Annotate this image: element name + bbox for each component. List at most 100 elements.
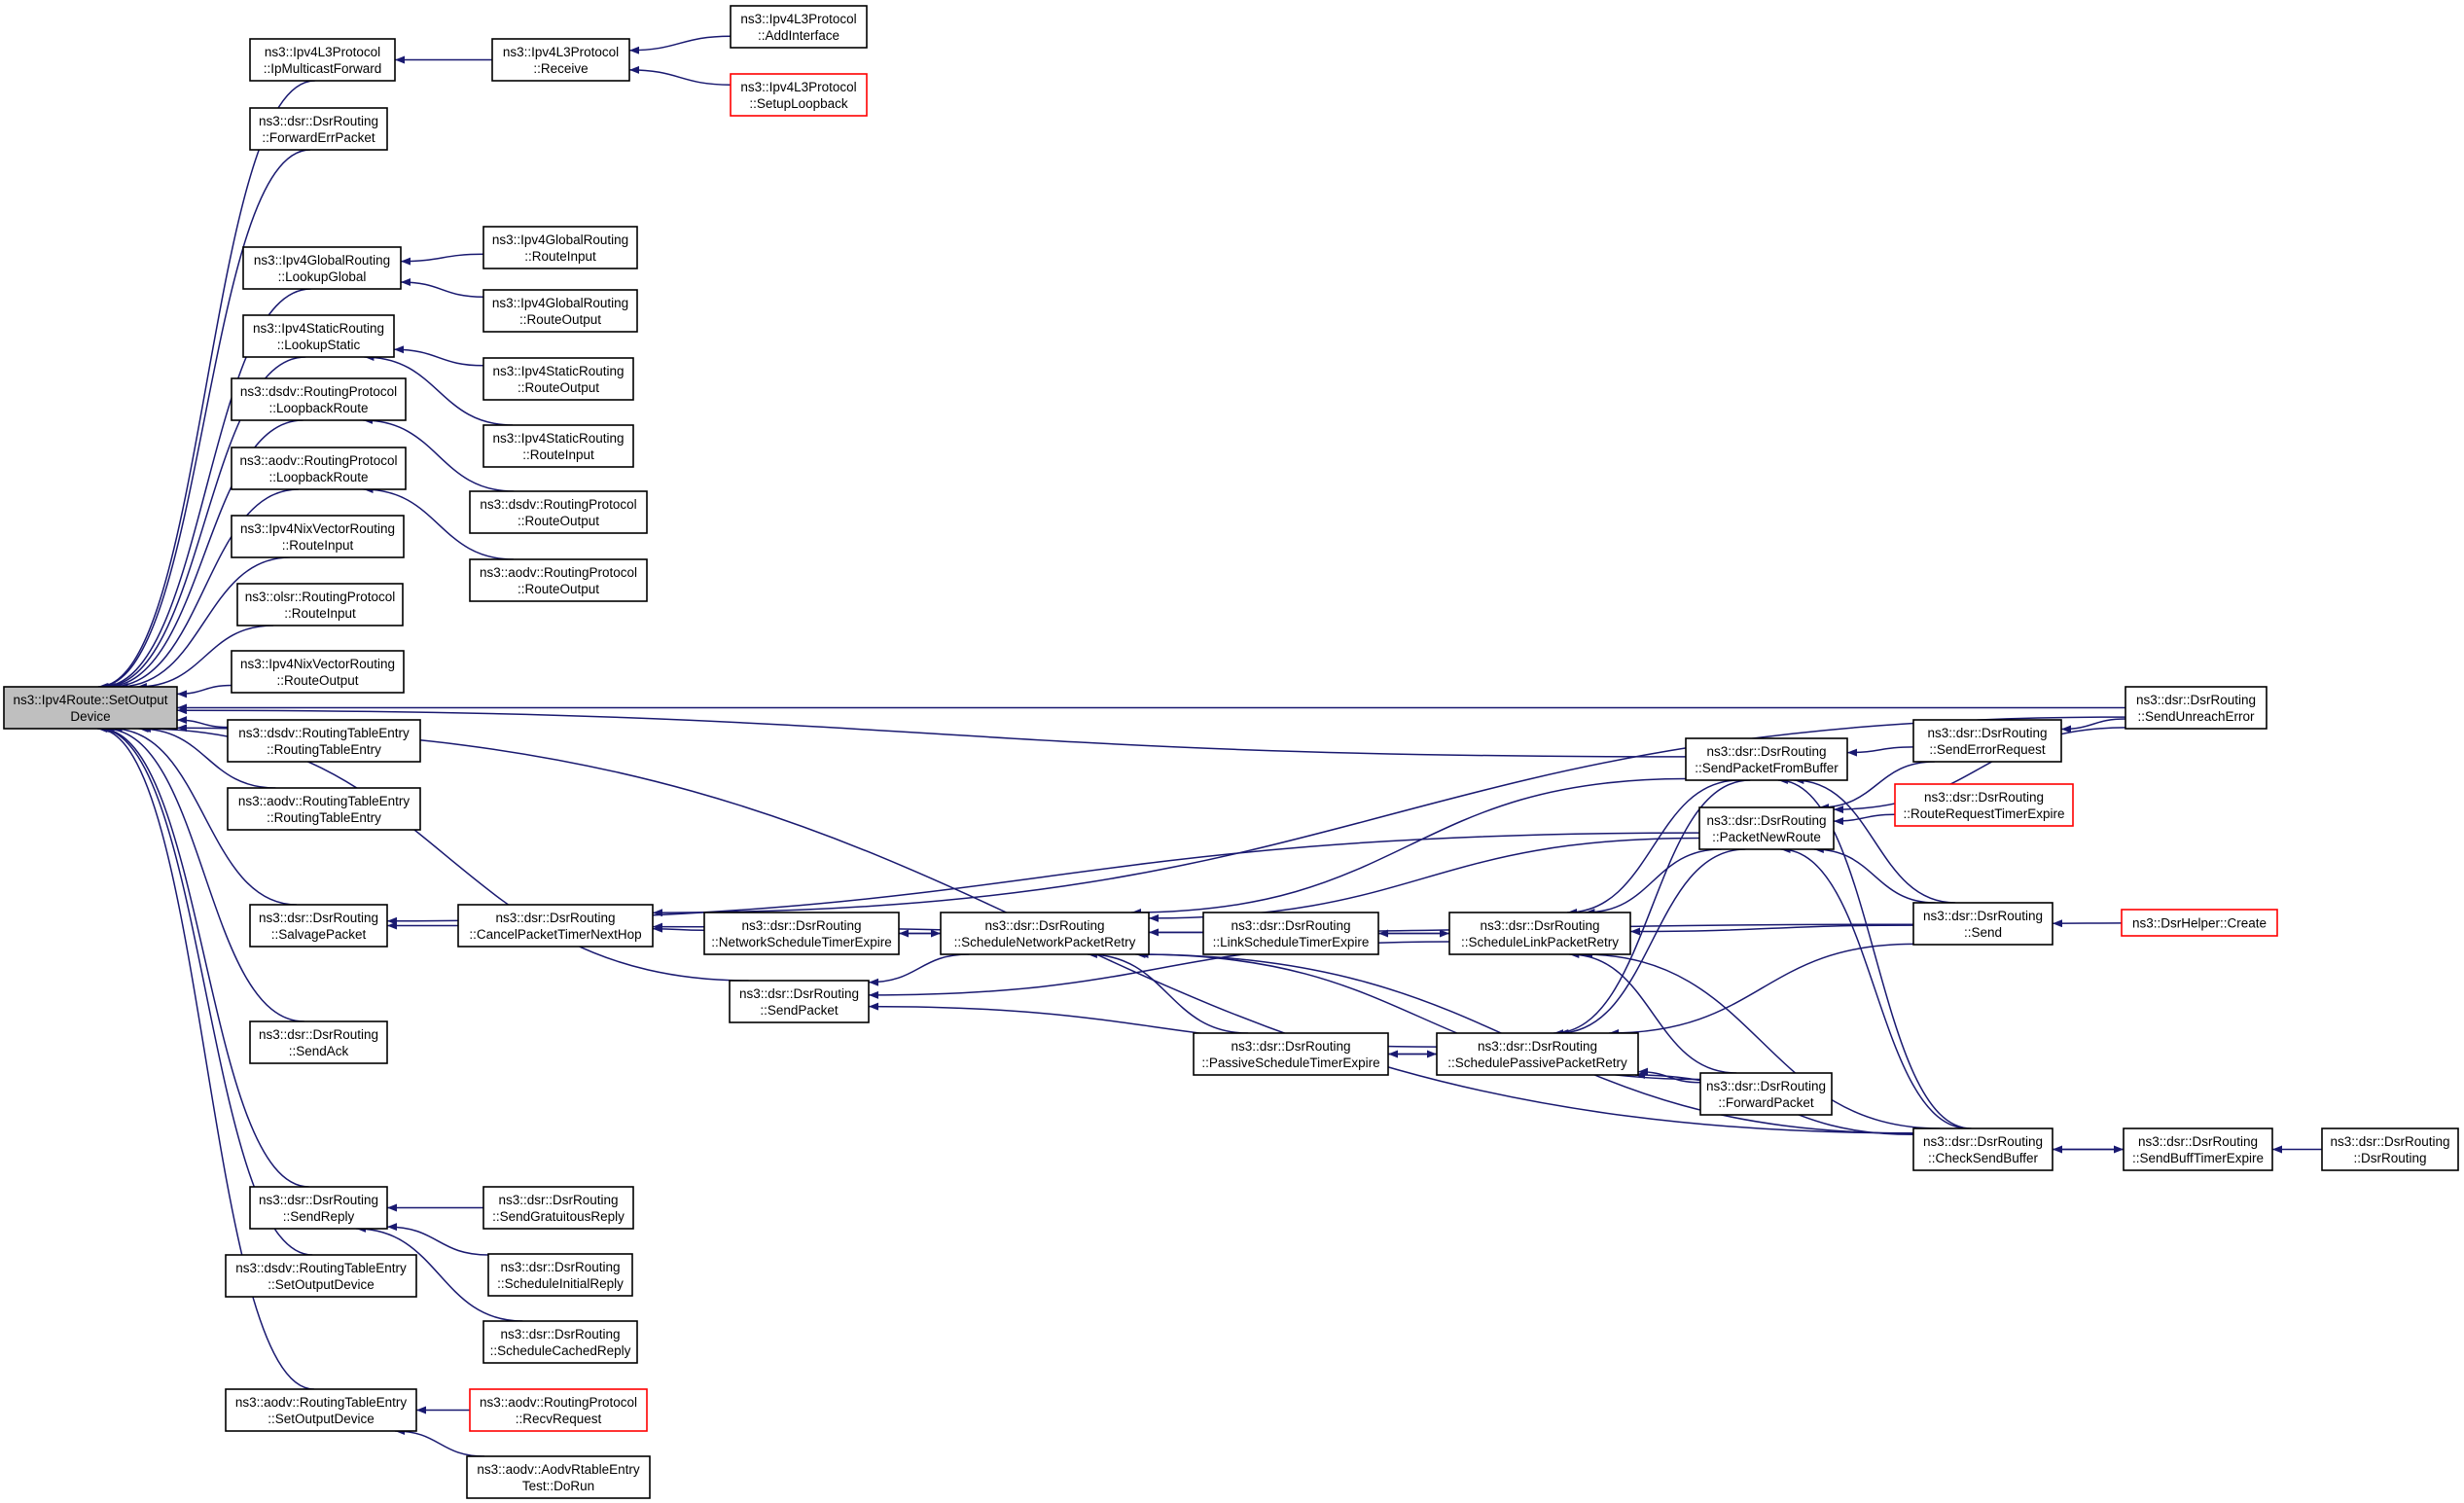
node-box: [1894, 783, 2074, 827]
node-staticRouteInput[interactable]: ns3::Ipv4StaticRouting::RouteInput: [482, 424, 634, 468]
node-box: [1685, 737, 1848, 781]
node-checkSendBuffer[interactable]: ns3::dsr::DsrRouting::CheckSendBuffer: [1912, 1127, 2053, 1171]
node-lookupGlobal[interactable]: ns3::Ipv4GlobalRouting::LookupGlobal: [242, 246, 402, 290]
node-packetNewRoute[interactable]: ns3::dsr::DsrRouting::PacketNewRoute: [1698, 806, 1835, 850]
node-globalRouteOutput[interactable]: ns3::Ipv4GlobalRouting::RouteOutput: [482, 289, 638, 333]
node-dsdvRTE[interactable]: ns3::dsdv::RoutingTableEntry::RoutingTab…: [227, 719, 421, 763]
node-box: [729, 980, 870, 1023]
node-label: ::SendPacket: [760, 1003, 839, 1018]
node-label: ::SendReply: [283, 1209, 355, 1224]
node-cancelTimer[interactable]: ns3::dsr::DsrRouting::CancelPacketTimerN…: [457, 904, 654, 948]
node-label: ::IpMulticastForward: [264, 61, 382, 76]
node-sendAck[interactable]: ns3::dsr::DsrRouting::SendAck: [249, 1020, 388, 1064]
node-label: ::ScheduleLinkPacketRetry: [1461, 935, 1619, 949]
node-recvRequest[interactable]: ns3::aodv::RoutingProtocol::RecvRequest: [469, 1388, 648, 1432]
node-networkTimerExpire[interactable]: ns3::dsr::DsrRouting::NetworkScheduleTim…: [703, 912, 900, 955]
node-addInterface[interactable]: ns3::Ipv4L3Protocol::AddInterface: [730, 5, 868, 49]
call-edge-routeRequestTimer-to-packetNewRoute: [1833, 813, 1896, 826]
node-label: ns3::Ipv4StaticRouting: [492, 431, 624, 446]
node-forwardErrPacket[interactable]: ns3::dsr::DsrRouting::ForwardErrPacket: [249, 107, 388, 151]
node-label: ns3::dsr::DsrRouting: [1924, 790, 2044, 805]
node-label: ns3::Ipv4GlobalRouting: [492, 296, 628, 310]
node-label: ns3::dsdv::RoutingProtocol: [480, 497, 636, 512]
call-edge-sendAck-to-root: [104, 725, 304, 1022]
node-label: ::AddInterface: [758, 28, 839, 43]
node-dsdvRouteOutput[interactable]: ns3::dsdv::RoutingProtocol::RouteOutput: [469, 490, 648, 534]
node-label: ns3::dsr::DsrRouting: [1923, 1134, 2043, 1149]
node-sendErrorRequest[interactable]: ns3::dsr::DsrRouting::SendErrorRequest: [1912, 719, 2062, 763]
call-edge-olsrRouteInput-to-root: [136, 625, 274, 691]
call-edge-sendUnreachError-to-packetNewRoute: [1833, 727, 2126, 814]
node-sendUnreachError[interactable]: ns3::dsr::DsrRouting::SendUnreachError: [2125, 686, 2268, 730]
node-scheduleLinkRetry[interactable]: ns3::dsr::DsrRouting::ScheduleLinkPacket…: [1448, 912, 1631, 955]
call-edge-globalRouteInput-to-lookupGlobal: [400, 253, 484, 266]
node-routeRequestTimer[interactable]: ns3::dsr::DsrRouting::RouteRequestTimerE…: [1894, 783, 2074, 827]
node-label: ns3::Ipv4L3Protocol: [503, 45, 619, 59]
node-scheduleNetRetry[interactable]: ns3::dsr::DsrRouting::ScheduleNetworkPac…: [940, 912, 1150, 955]
node-label: ns3::dsr::DsrRouting: [1231, 918, 1350, 933]
node-sendFromBuffer[interactable]: ns3::dsr::DsrRouting::SendPacketFromBuff…: [1685, 737, 1848, 781]
node-sendPacket[interactable]: ns3::dsr::DsrRouting::SendPacket: [729, 980, 870, 1023]
node-box: [225, 1388, 417, 1432]
node-aodvSetOutput[interactable]: ns3::aodv::RoutingTableEntry::SetOutputD…: [225, 1388, 417, 1432]
node-dsrHelperCreate[interactable]: ns3::DsrHelper::Create: [2121, 909, 2278, 937]
node-label: ns3::dsr::DsrRouting: [739, 986, 859, 1001]
node-label: ns3::dsr::DsrRouting: [1231, 1039, 1350, 1054]
node-label: ns3::dsr::DsrRouting: [1480, 918, 1599, 933]
node-dsdvLoopbackRoute[interactable]: ns3::dsdv::RoutingProtocol::LoopbackRout…: [231, 377, 407, 421]
node-salvagePacket[interactable]: ns3::dsr::DsrRouting::SalvagePacket: [249, 904, 388, 948]
node-sendGratuitous[interactable]: ns3::dsr::DsrRouting::SendGratuitousRepl…: [482, 1186, 634, 1230]
call-edge-aodvRouteOutput-to-aodvLoopbackRoute: [363, 485, 514, 560]
node-scheduleCachedReply[interactable]: ns3::dsr::DsrRouting::ScheduleCachedRepl…: [482, 1320, 638, 1364]
node-setupLoopback[interactable]: ns3::Ipv4L3Protocol::SetupLoopback: [730, 73, 868, 117]
node-send[interactable]: ns3::dsr::DsrRouting::Send: [1912, 902, 2053, 946]
node-receive[interactable]: ns3::Ipv4L3Protocol::Receive: [491, 38, 630, 82]
node-schedulePassiveRetry[interactable]: ns3::dsr::DsrRouting::SchedulePassivePac…: [1436, 1032, 1639, 1076]
node-aodvRouteOutput[interactable]: ns3::aodv::RoutingProtocol::RouteOutput: [469, 558, 648, 602]
node-box: [1912, 719, 2062, 763]
node-nixRouteOutput[interactable]: ns3::Ipv4NixVectorRouting::RouteOutput: [231, 650, 405, 694]
node-dsrRoutingCtor[interactable]: ns3::dsr::DsrRouting::DsrRouting: [2321, 1127, 2459, 1171]
node-aodvLoopbackRoute[interactable]: ns3::aodv::RoutingProtocol::LoopbackRout…: [231, 447, 407, 490]
node-dsdvSetOutput[interactable]: ns3::dsdv::RoutingTableEntry::SetOutputD…: [225, 1254, 417, 1298]
node-box: [2321, 1127, 2459, 1171]
node-nixRouteInput[interactable]: ns3::Ipv4NixVectorRouting::RouteInput: [231, 515, 405, 558]
node-sendReply[interactable]: ns3::dsr::DsrRouting::SendReply: [249, 1186, 388, 1230]
node-scheduleInitialReply[interactable]: ns3::dsr::DsrRouting::ScheduleInitialRep…: [487, 1253, 633, 1297]
node-globalRouteInput[interactable]: ns3::Ipv4GlobalRouting::RouteInput: [482, 226, 638, 269]
node-label: ::SendGratuitousReply: [492, 1209, 625, 1224]
node-box: [249, 107, 388, 151]
node-box: [249, 1186, 388, 1230]
node-box: [227, 787, 421, 831]
node-linkTimerExpire[interactable]: ns3::dsr::DsrRouting::LinkScheduleTimerE…: [1202, 912, 1379, 955]
node-passiveTimerExpire[interactable]: ns3::dsr::DsrRouting::PassiveScheduleTim…: [1193, 1032, 1389, 1076]
node-box: [1448, 912, 1631, 955]
node-staticRouteOutput[interactable]: ns3::Ipv4StaticRouting::RouteOutput: [482, 357, 634, 401]
node-label: ::SetOutputDevice: [268, 1412, 375, 1426]
node-sendBuffTimer[interactable]: ns3::dsr::DsrRouting::SendBuffTimerExpir…: [2123, 1127, 2273, 1171]
node-ipMulticastForward[interactable]: ns3::Ipv4L3Protocol::IpMulticastForward: [249, 38, 396, 82]
call-edge-sendReply-to-root: [99, 725, 309, 1188]
node-box: [1698, 806, 1835, 850]
node-box: [469, 490, 648, 534]
node-label: ns3::dsr::DsrRouting: [500, 1327, 620, 1342]
call-edge-sendUnreachError-to-sendErrorRequest: [2060, 718, 2126, 734]
node-box: [231, 447, 407, 490]
node-label: ns3::dsdv::RoutingTableEntry: [235, 1261, 407, 1275]
node-box: [482, 357, 634, 401]
call-edge-packetNewRoute-to-schedulePassiveRetry: [1558, 848, 1746, 1037]
node-olsrRouteInput[interactable]: ns3::olsr::RoutingProtocol::RouteInput: [236, 583, 404, 626]
node-root[interactable]: ns3::Ipv4Route::SetOutputDevice: [3, 686, 178, 730]
node-label: ns3::aodv::RoutingProtocol: [480, 1395, 637, 1410]
call-edge-lookupGlobal-to-root: [101, 288, 311, 691]
node-box: [2123, 1127, 2273, 1171]
call-edge-salvagePacket-to-root: [112, 725, 298, 906]
node-forwardPacket[interactable]: ns3::dsr::DsrRouting::ForwardPacket: [1699, 1072, 1833, 1116]
node-label: ns3::Ipv4L3Protocol: [740, 80, 856, 94]
node-lookupStatic[interactable]: ns3::Ipv4StaticRouting::LookupStatic: [242, 314, 395, 358]
node-label: ns3::DsrHelper::Create: [2132, 916, 2267, 931]
call-edge-send-to-sendFromBuffer: [1794, 776, 1956, 904]
node-label: ::RouteOutput: [276, 673, 358, 688]
node-aodvRTE[interactable]: ns3::aodv::RoutingTableEntry::RoutingTab…: [227, 787, 421, 831]
